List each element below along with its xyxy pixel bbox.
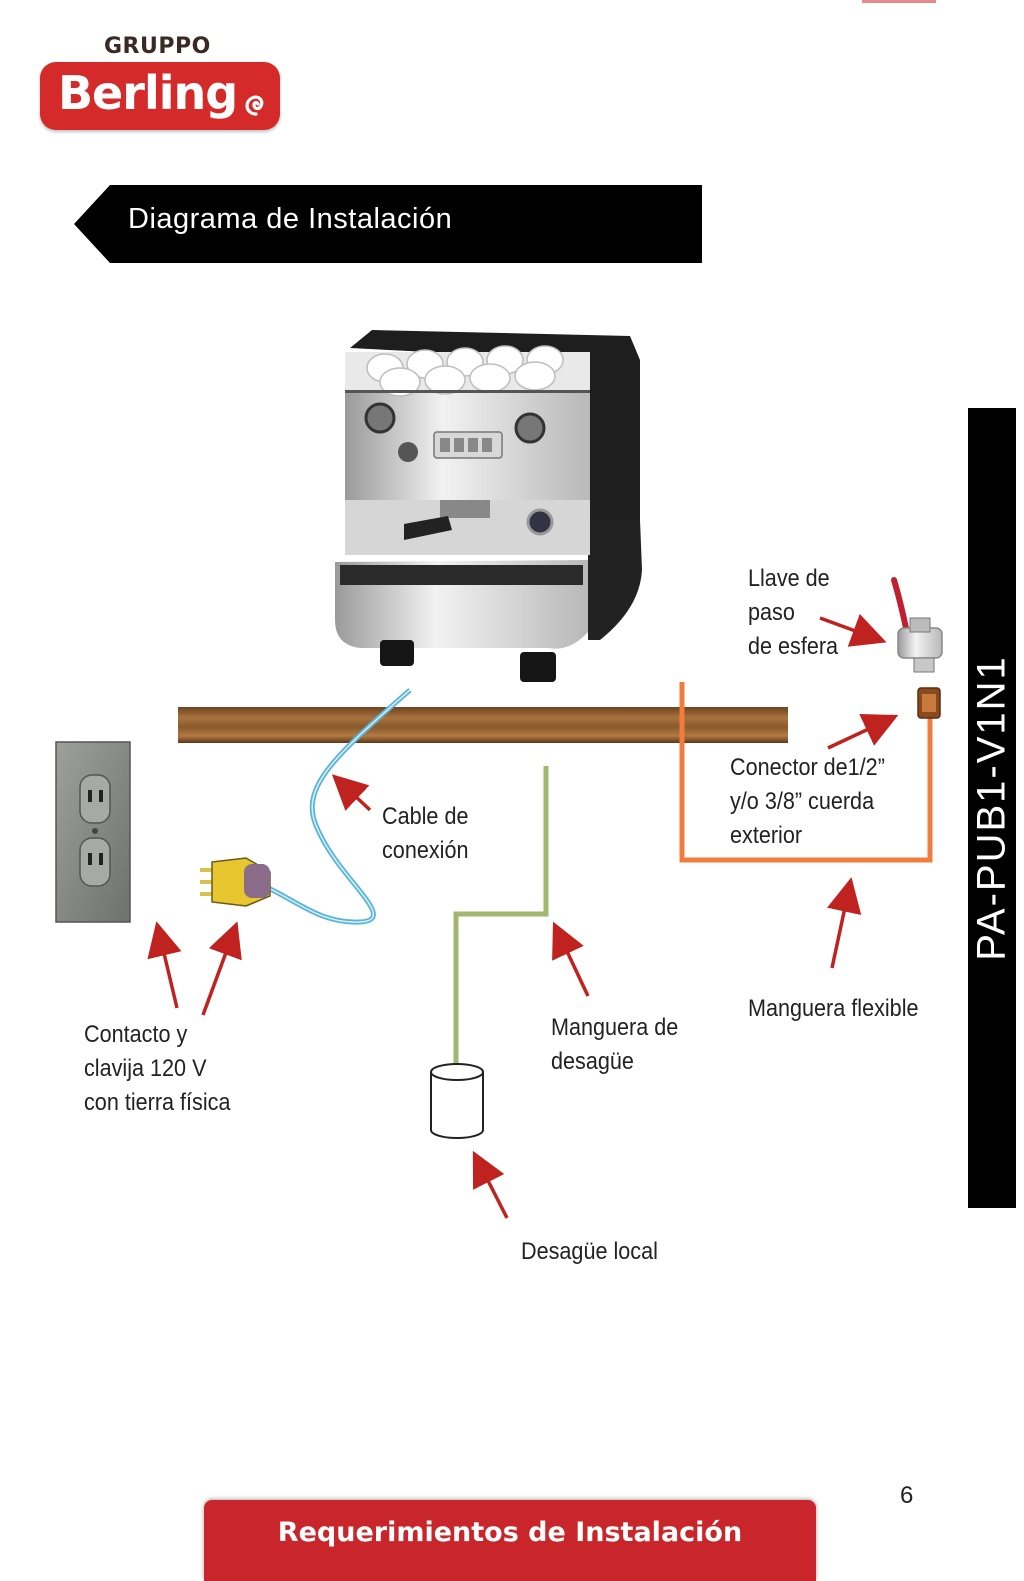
label-local-drain: Desagüe local	[521, 1235, 658, 1269]
espresso-machine-icon	[335, 330, 642, 682]
footer-bar	[204, 1500, 816, 1581]
footer-title: Requerimientos de Instalación	[277, 1517, 743, 1548]
label-connector: Conector de1/2” y/o 3/8” cuerda exterior	[730, 751, 885, 853]
label-valve-line-2: paso	[748, 599, 795, 626]
logo-badge	[40, 62, 280, 130]
logo-swirl-icon	[245, 95, 264, 116]
ball-valve-icon	[891, 577, 943, 673]
label-drain-hose-line-2: desagüe	[551, 1048, 634, 1075]
power-cable-highlight	[263, 689, 411, 923]
side-model-tab: PA-PUB1-V1N1	[968, 408, 1016, 1208]
logo-gruppo-text: GRUPPO	[104, 34, 211, 59]
page-number: 6	[900, 1482, 914, 1509]
label-connector-line-1: Conector de1/2”	[730, 754, 885, 781]
label-connector-line-2: y/o 3/8” cuerda	[730, 788, 875, 815]
arrow-drain-hose	[552, 921, 590, 997]
section-title: Diagrama de Instalación	[128, 203, 453, 235]
drain-hose	[453, 766, 549, 1070]
label-flexible-hose-line-1: Manguera flexible	[748, 995, 919, 1022]
label-drain-hose: Manguera de desagüe	[551, 1011, 678, 1079]
label-cable-line-2: conexión	[382, 837, 469, 864]
arrow-flexible-hose	[827, 877, 862, 969]
top-accent-bar	[862, 0, 936, 3]
arrow-cable	[331, 774, 372, 812]
arrow-outlet	[147, 921, 182, 1009]
drain-bucket-icon	[430, 1063, 484, 1139]
arrow-connector	[827, 714, 899, 750]
label-outlet: Contacto y clavija 120 V con tierra físi…	[84, 1018, 230, 1120]
label-cable-line-1: Cable de	[382, 803, 469, 830]
label-valve-line-3: de esfera	[748, 633, 839, 660]
label-outlet-line-3: con tierra física	[84, 1089, 231, 1116]
flexible-water-hose	[679, 682, 933, 863]
wall-outlet-icon	[55, 741, 131, 923]
label-connector-line-3: exterior	[730, 822, 803, 849]
label-valve-line-1: Llave de	[748, 565, 830, 592]
label-valve: Llave de paso de esfera	[748, 562, 838, 664]
label-outlet-line-1: Contacto y	[84, 1021, 188, 1048]
section-banner	[74, 185, 702, 263]
connector-fitting-icon	[917, 687, 941, 719]
label-outlet-line-2: clavija 120 V	[84, 1055, 207, 1082]
callout-arrows	[147, 613, 899, 1219]
logo-brand-text: Berling	[58, 66, 238, 120]
arrow-plug	[201, 921, 242, 1016]
counter-top	[178, 707, 788, 743]
label-local-drain-line-1: Desagüe local	[521, 1238, 658, 1265]
label-cable: Cable de conexión	[382, 800, 468, 868]
arrow-local-drain	[472, 1150, 509, 1219]
arrow-valve	[819, 613, 887, 647]
label-drain-hose-line-1: Manguera de	[551, 1014, 679, 1041]
label-flexible-hose: Manguera flexible	[748, 992, 919, 1026]
power-plug-icon	[200, 857, 271, 907]
